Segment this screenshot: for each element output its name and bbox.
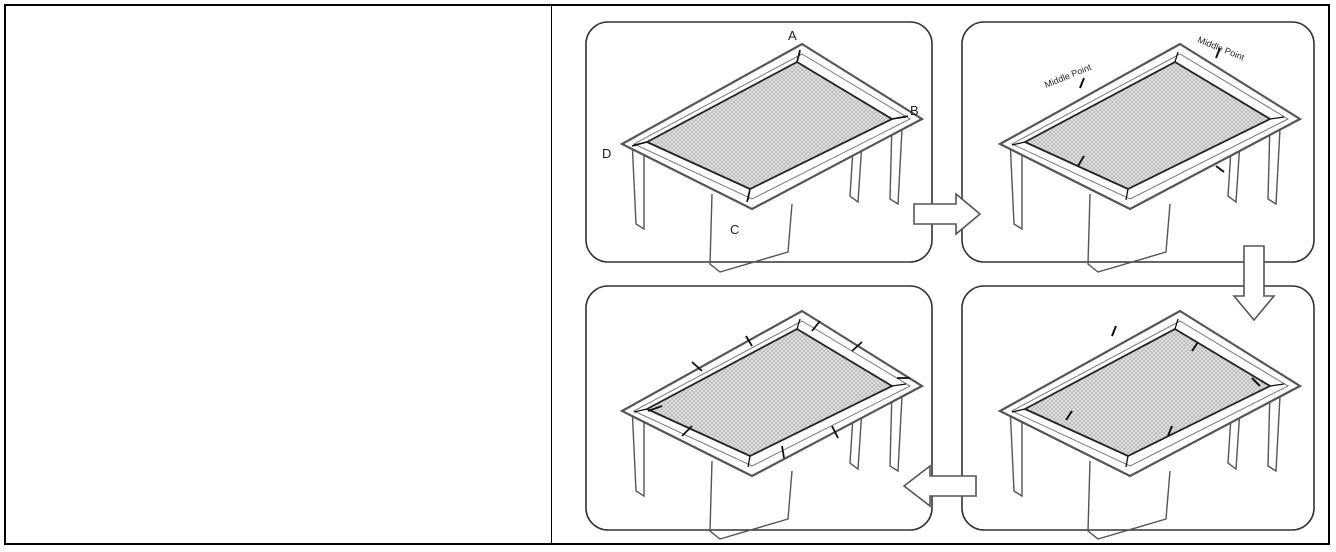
quarter-springs — [1065, 325, 1261, 437]
corner-springs — [631, 49, 909, 203]
step-4-panel — [585, 285, 933, 541]
step-2-panel: Middle Point Middle Point — [961, 21, 1315, 274]
arrow-down-icon — [1232, 245, 1276, 322]
step-3-panel — [961, 285, 1315, 541]
trampoline-mat-installation-figure: A B C D Middle Point Middle Point — [585, 21, 1315, 541]
label-d: D — [602, 146, 611, 161]
label-b: B — [910, 103, 919, 118]
document-table: A B C D Middle Point Middle Point — [4, 4, 1330, 545]
empty-text-cell — [4, 4, 552, 545]
step-1-panel: A B C D — [585, 21, 933, 274]
arrow-left-icon — [902, 464, 977, 508]
figure-cell: A B C D Middle Point Middle Point — [551, 4, 1330, 545]
label-c: C — [730, 222, 739, 237]
middle-springs — [1077, 47, 1225, 173]
arrow-right-icon — [913, 192, 982, 236]
label-a: A — [788, 28, 797, 43]
all-springs — [647, 320, 910, 459]
